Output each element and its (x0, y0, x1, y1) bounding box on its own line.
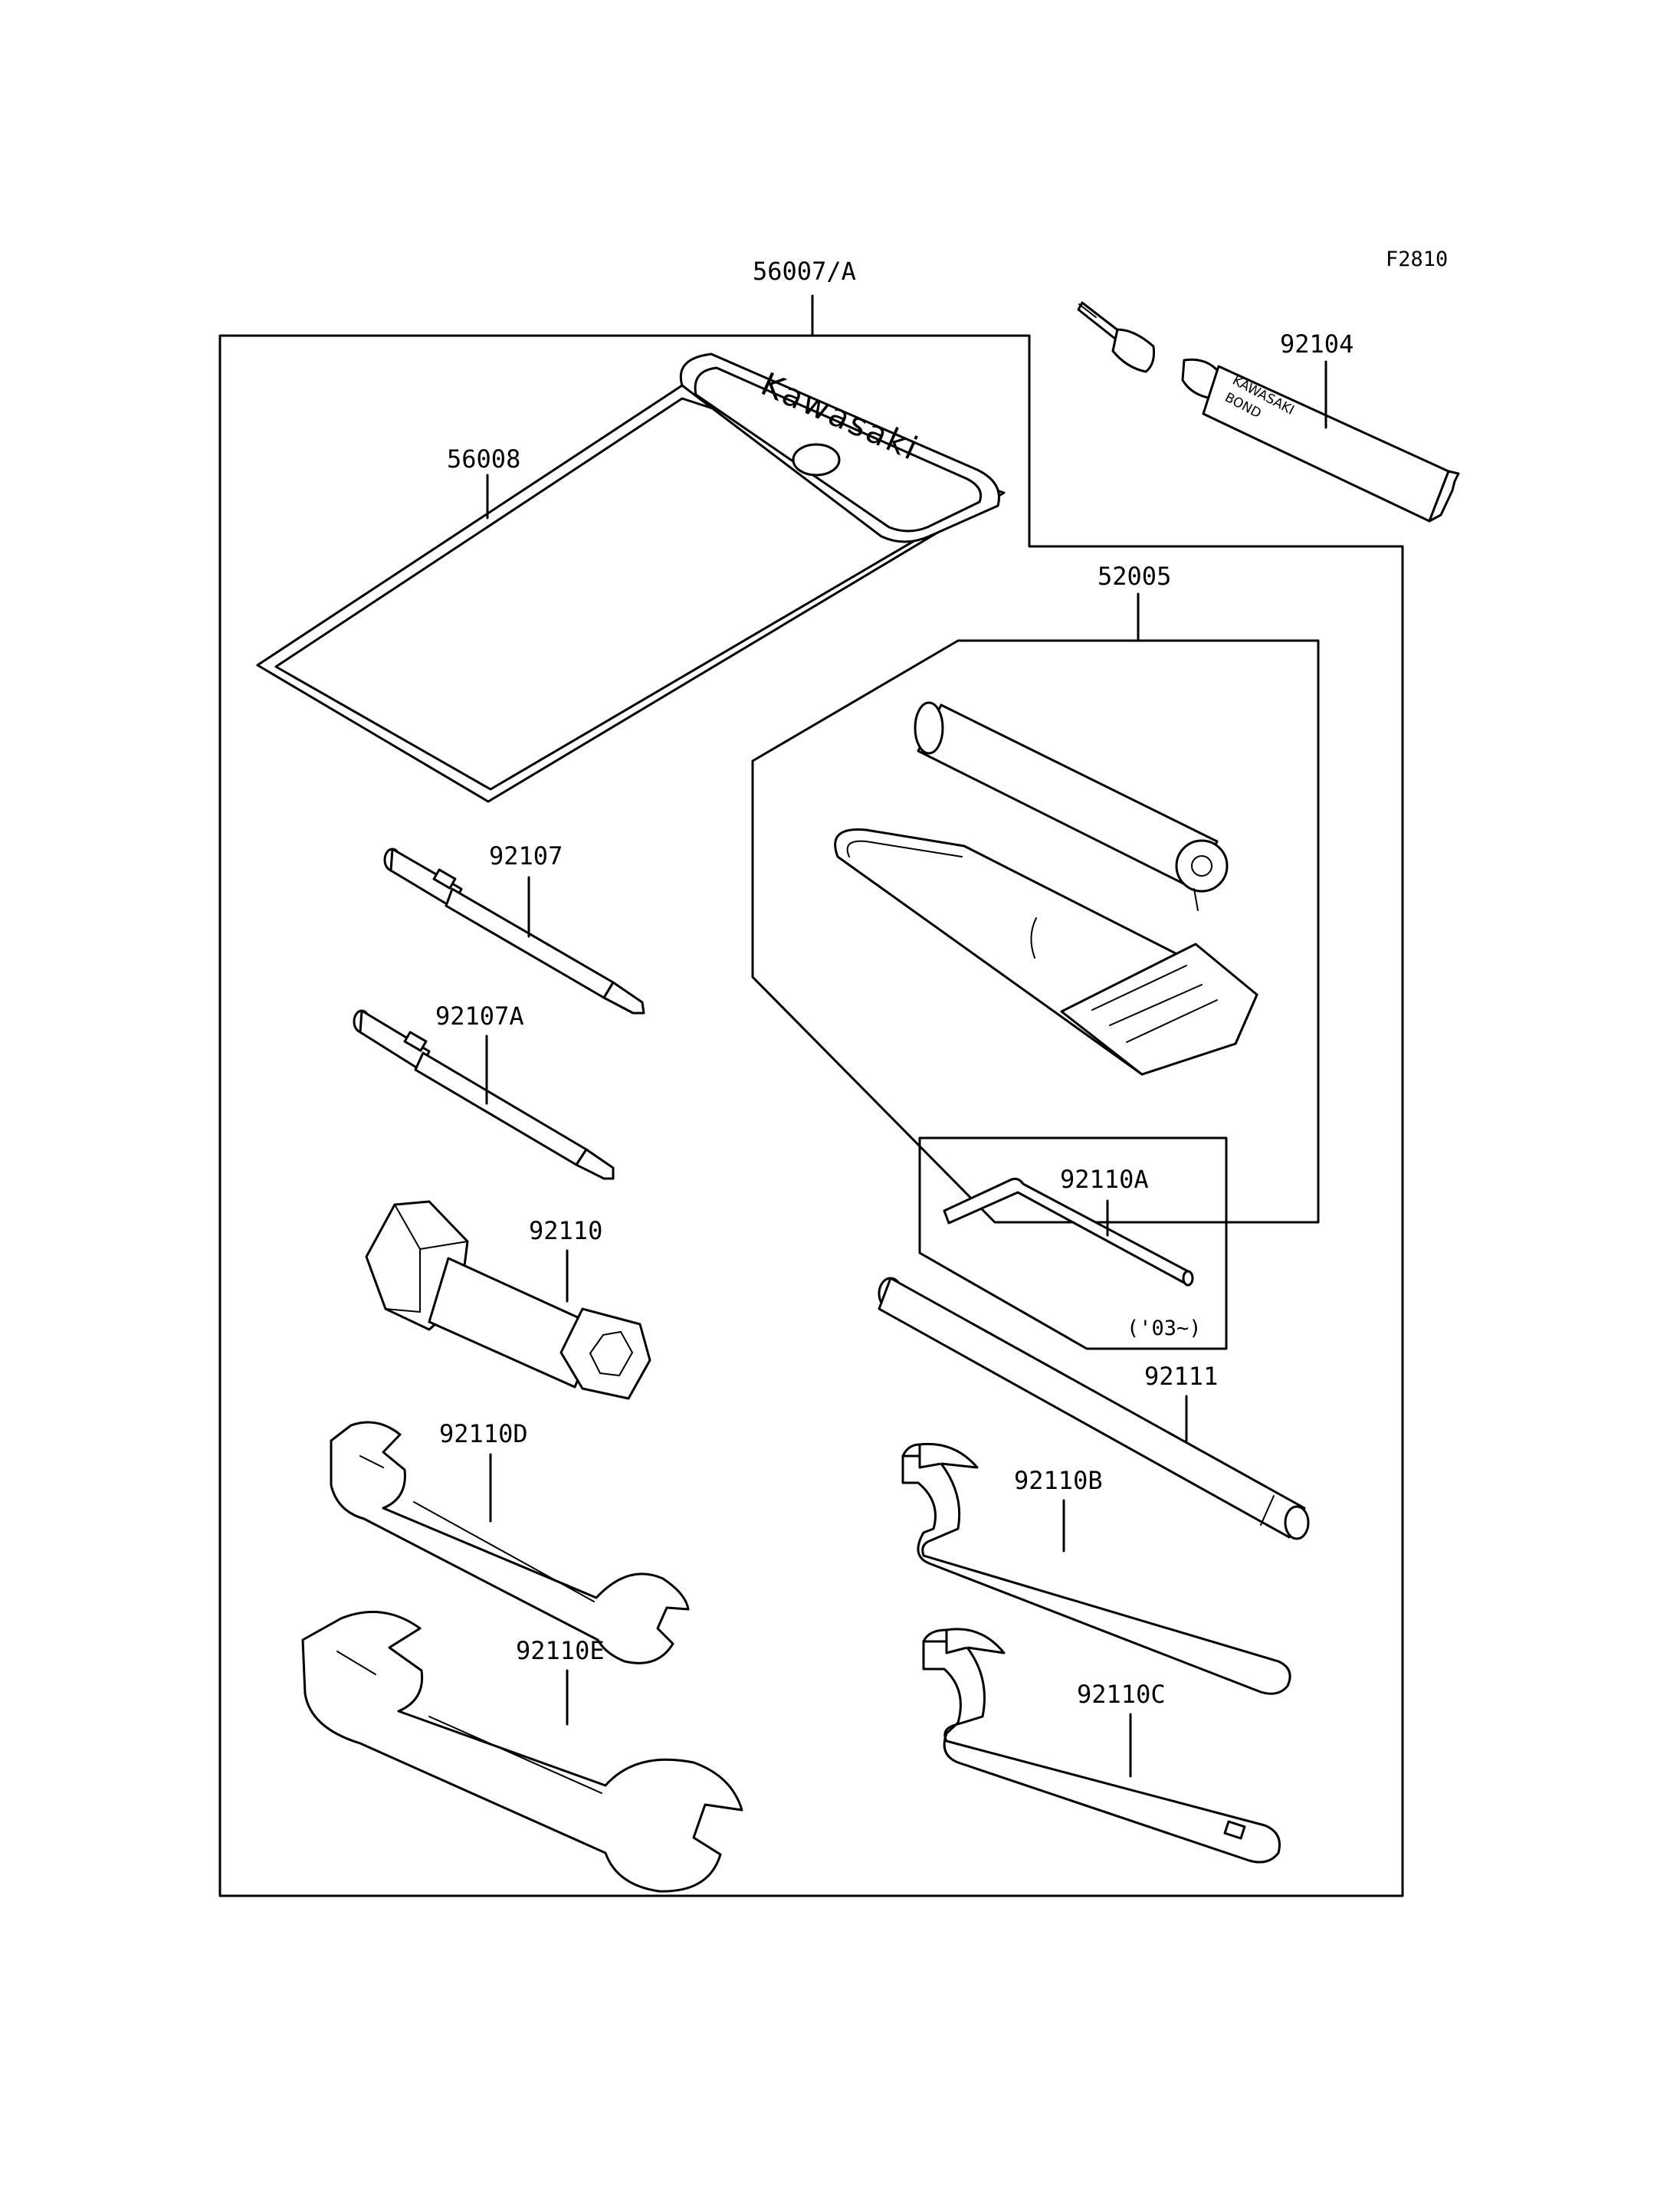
label-toolbag[interactable]: 52005 (1098, 562, 1171, 591)
toolbag-52005[interactable] (834, 701, 1258, 1076)
hexkey-boundary (918, 1136, 1228, 1350)
screwdriver-92107[interactable] (383, 848, 645, 1015)
open-wrench-92110E[interactable] (301, 1611, 743, 1893)
label-hook-wrench-c[interactable]: 92110C (1077, 1680, 1166, 1709)
hook-wrench-92110C[interactable] (922, 1628, 1281, 1864)
label-pouch[interactable]: 56008 (447, 444, 520, 474)
label-wrench-e[interactable]: 92110E (516, 1636, 605, 1665)
hook-wrench-92110B[interactable] (901, 1442, 1291, 1695)
bond-tube-92104[interactable]: KAWASAKI BOND (1077, 301, 1460, 523)
open-wrench-92110D[interactable] (330, 1421, 690, 1664)
pouch-56008[interactable]: Kawasaki (256, 353, 1006, 803)
label-screwdriver-a[interactable]: 92107A (435, 1002, 524, 1031)
hex-key-92110A[interactable] (943, 1177, 1194, 1287)
handle-bar-92111[interactable] (878, 1277, 1310, 1540)
label-hook-wrench-b[interactable]: 92110B (1014, 1466, 1103, 1495)
label-plug-wrench[interactable]: 92110 (529, 1216, 602, 1245)
pouch-snap (792, 443, 841, 477)
label-handle-bar[interactable]: 92111 (1144, 1362, 1218, 1391)
label-kit[interactable]: 56007/A (753, 257, 856, 286)
kit-boundary (218, 334, 1404, 1897)
screwdriver-92107A[interactable] (353, 1009, 615, 1180)
label-wrench-d[interactable]: 92110D (439, 1419, 528, 1448)
label-hex-key[interactable]: 92110A (1060, 1165, 1149, 1194)
label-screwdriver[interactable]: 92107 (489, 841, 563, 871)
diagram-id: F2810 (1386, 248, 1448, 271)
hex-key-applicability: ('03~) (1127, 1317, 1202, 1340)
toolbag-boundary (751, 639, 1320, 1224)
label-bond[interactable]: 92104 (1280, 330, 1354, 359)
plug-wrench-92110[interactable] (365, 1200, 651, 1400)
